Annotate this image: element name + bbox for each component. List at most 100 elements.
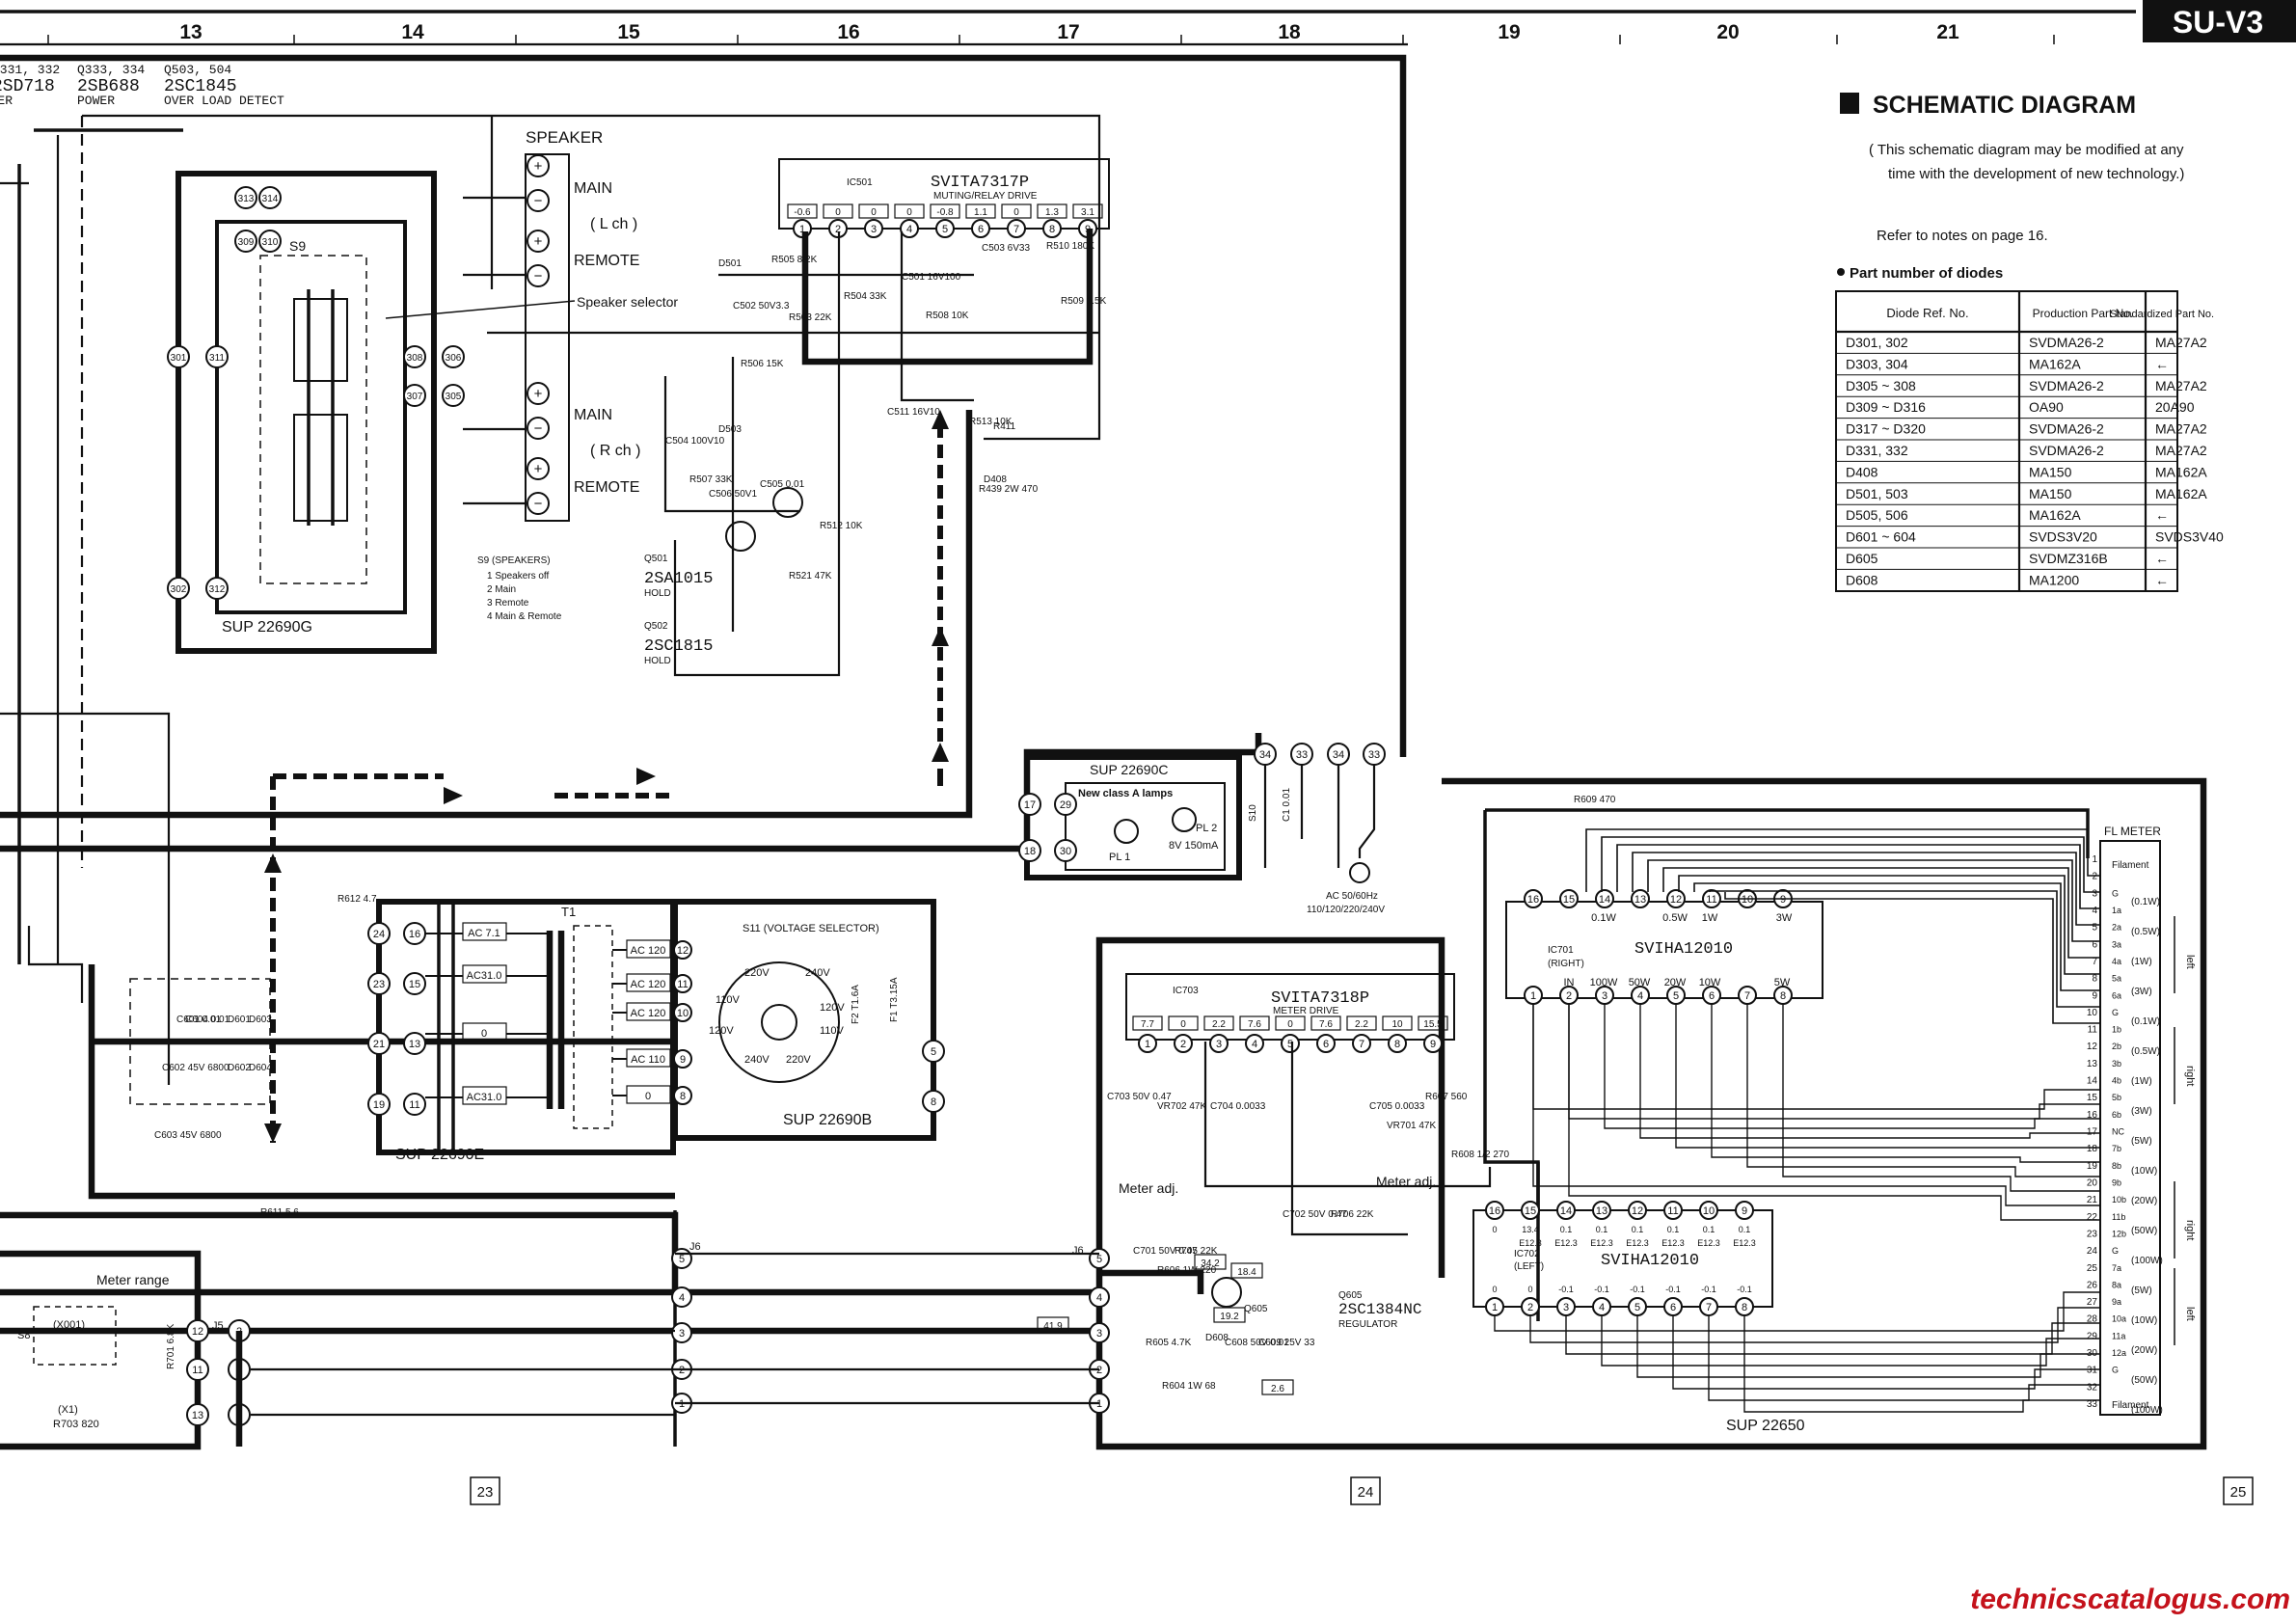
fl-pin-number: 16 — [2087, 1110, 2098, 1121]
diode-ref-cell: D303, 304 — [1846, 356, 1908, 371]
pin-312: 312 — [209, 584, 226, 595]
j6-right-label: J6 — [1072, 1245, 1084, 1257]
diode-std-cell: ← — [2155, 551, 2169, 566]
fl-pin-number: 25 — [2087, 1263, 2098, 1274]
ic701-bottom-pin-label: 2 — [1566, 990, 1572, 1002]
ic701-bottom-label: IN — [1564, 977, 1575, 988]
label-lch: ( L ch ) — [590, 216, 637, 232]
svg-text:−: − — [534, 268, 543, 284]
board-22650-label: SUP 22650 — [1726, 1418, 1805, 1434]
model-badge: SU-V3 — [2143, 0, 2296, 42]
fl-segment-label: (20W) — [2131, 1196, 2157, 1206]
ic703-voltage: 10 — [1391, 1019, 1403, 1030]
speaker-board: SUP 22690G S9 313 314 309 310 301 311 30… — [167, 171, 465, 654]
voltage-selector-switch-icon — [718, 961, 840, 1083]
fl-pin-number: 13 — [2087, 1059, 2098, 1069]
ic701-bottom-label: 100W — [1590, 977, 1618, 988]
ic701-bottom-pin-label: 8 — [1780, 990, 1786, 1002]
label-rch: ( R ch ) — [590, 443, 640, 459]
fl-grid-label: 10a — [2112, 1314, 2126, 1324]
fl-grid-label: G — [2112, 888, 2119, 898]
fl-side-label: left — [2184, 955, 2196, 969]
rectifier-part-label: R611 5.6 — [260, 1207, 299, 1218]
j6-right-pin-label: 4 — [1096, 1292, 1102, 1304]
terminal-remote-l-plus-icon — [527, 230, 550, 253]
fl-grid-label: 12a — [2112, 1348, 2126, 1358]
svg-text:34: 34 — [1259, 749, 1271, 761]
ic501-voltage-box — [823, 203, 853, 219]
schematic-note-1: ( This schematic diagram may be modified… — [1869, 142, 2184, 158]
terminal-main-r-plus-icon — [527, 382, 550, 405]
ic701-bottom-label: 10W — [1699, 977, 1721, 988]
page-number-23: 23 — [477, 1484, 494, 1501]
hold-part-label: C501 16V100 — [902, 272, 961, 283]
ic703-desc: METER DRIVE — [1273, 1006, 1339, 1016]
meter-wire — [1678, 875, 2100, 975]
selector-tap-label: AC 120 — [631, 945, 666, 957]
ic703-voltage-box — [1346, 1015, 1377, 1031]
rectifier-part-label: D604 — [249, 1063, 272, 1073]
test-point-box — [1230, 1262, 1263, 1279]
meter-range-j5: J5 — [212, 1320, 224, 1332]
fl-grid-label: 12b — [2112, 1229, 2126, 1238]
ic703-part-label: R607 560 — [1425, 1092, 1468, 1102]
ic701-top-pin-label: 16 — [1527, 894, 1539, 906]
svg-text:13: 13 — [192, 1410, 203, 1421]
speaker-selector-label: Speaker selector — [577, 294, 678, 310]
s9-legend-title: S9 (SPEAKERS) — [477, 555, 551, 566]
fl-pin-number: 33 — [2087, 1399, 2098, 1410]
fl-segment-label: (1W) — [2131, 957, 2152, 967]
fl-pin-number: 8 — [2092, 974, 2097, 985]
ic501: IC501 SVITA7317P MUTING/RELAY DRIVE -0.6… — [778, 158, 1110, 238]
column-17: 17 — [1057, 21, 1079, 43]
column-19: 19 — [1498, 21, 1520, 43]
s9-legend-4: 4 Main & Remote — [487, 611, 562, 622]
ic703-part-label: C609 25V 33 — [1258, 1338, 1315, 1348]
fl-pin-number: 22 — [2087, 1212, 2098, 1223]
ic702-top-pin — [1556, 1201, 1576, 1220]
q501-ref: Q501 — [644, 554, 668, 564]
ic702-bottom-pin-label: 1 — [1492, 1302, 1498, 1313]
ic703-part-label: R706 22K — [1331, 1209, 1374, 1220]
meter-range-switch: S8 — [17, 1330, 30, 1341]
diode-ref-cell: D301, 302 — [1846, 335, 1908, 350]
ic701-ref: IC701 — [1548, 945, 1574, 956]
header-block: SCHEMATIC DIAGRAM ( This schematic diagr… — [1837, 92, 2184, 282]
meter-range-r703: R703 820 — [53, 1419, 99, 1430]
j6-right-pin-label: 5 — [1096, 1254, 1102, 1265]
test-point-value: 2.6 — [1271, 1384, 1284, 1394]
ic702-bottom-voltage: -0.1 — [1558, 1285, 1574, 1294]
ic701-top-label: 0.5W — [1662, 912, 1688, 924]
ic703-pin — [1209, 1034, 1229, 1053]
ac-in-label: AC 50/60Hz — [1326, 891, 1378, 902]
ic501-pin — [1042, 219, 1062, 238]
watermark: technicscatalogus.com — [1970, 1583, 2290, 1615]
fl-grid-label: 9a — [2112, 1297, 2121, 1307]
ic702-top-voltage: 0.1 — [1703, 1225, 1715, 1234]
pin-305: 305 — [446, 392, 462, 402]
selector-voltage-label: 240V — [744, 1054, 770, 1066]
ic703-part-label: R608 1/2 270 — [1451, 1150, 1509, 1160]
ic703-pin-label: 1 — [1145, 1039, 1150, 1050]
svg-text:18: 18 — [1024, 846, 1036, 857]
ic702-top-voltage: 0.1 — [1739, 1225, 1751, 1234]
ic703-voltage-box — [1418, 1015, 1448, 1031]
arrow-up-icon — [932, 627, 949, 646]
ic701-top-pin-label: 10 — [1742, 894, 1753, 906]
terminal-main-l-minus-icon — [527, 189, 550, 212]
q503-part: 2SC1845 — [164, 77, 237, 96]
ic701-top-pin-label: 9 — [1780, 894, 1786, 906]
ic703-pin — [1316, 1034, 1336, 1053]
pin-301: 301 — [171, 353, 187, 364]
svg-text:12: 12 — [192, 1326, 203, 1338]
ic703-part-label: C703 50V 0.47 — [1107, 1092, 1172, 1102]
hold-circuit: Q501 2SA1015 HOLD Q502 2SC1815 HOLD D501… — [644, 229, 1107, 677]
pin-308: 308 — [407, 353, 423, 364]
svg-text:21: 21 — [373, 1039, 385, 1050]
fl-grid-label: 2a — [2112, 923, 2121, 933]
pin-309: 309 — [238, 237, 255, 248]
